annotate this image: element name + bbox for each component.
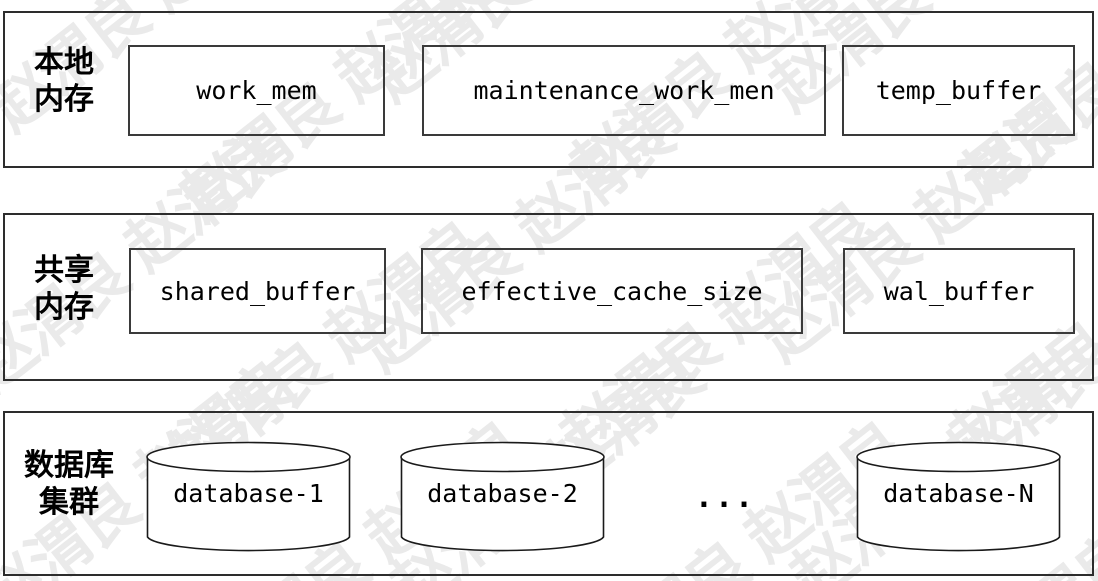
band-database-cluster xyxy=(3,411,1094,576)
param-box-wal-buffer[interactable]: wal_buffer xyxy=(843,248,1075,334)
param-label-temp-buffer: temp_buffer xyxy=(875,76,1042,105)
param-box-maintenance-work-mem[interactable]: maintenance_work_men xyxy=(422,45,826,136)
database-ellipsis: ... xyxy=(694,480,756,515)
cylinder-icon xyxy=(856,441,1061,552)
band-label-local-memory: 本地 内存 xyxy=(34,45,94,117)
cylinder-icon xyxy=(400,441,605,552)
database-label-1: database-1 xyxy=(173,479,324,508)
param-label-effective-cache-size: effective_cache_size xyxy=(461,276,763,306)
param-label-shared-buffer: shared_buffer xyxy=(159,276,356,306)
param-box-work-mem[interactable]: work_mem xyxy=(128,45,385,136)
band-label-database-cluster: 数据库 集群 xyxy=(24,448,114,520)
param-label-work-mem: work_mem xyxy=(196,76,317,105)
param-box-shared-buffer[interactable]: shared_buffer xyxy=(129,248,386,334)
band-shared-memory xyxy=(3,213,1094,381)
param-label-maintenance-work-mem: maintenance_work_men xyxy=(473,76,775,105)
database-cylinder-n[interactable]: database-N xyxy=(856,441,1061,553)
param-label-wal-buffer: wal_buffer xyxy=(883,276,1035,306)
band-local-memory xyxy=(3,11,1094,168)
cylinder-icon xyxy=(146,441,351,552)
database-cylinder-2[interactable]: database-2 xyxy=(400,441,605,553)
band-label-shared-memory: 共享 内存 xyxy=(34,253,94,325)
database-label-n: database-N xyxy=(883,479,1034,508)
param-box-temp-buffer[interactable]: temp_buffer xyxy=(842,45,1075,136)
param-box-effective-cache-size[interactable]: effective_cache_size xyxy=(421,248,803,334)
database-cylinder-1[interactable]: database-1 xyxy=(146,441,351,553)
database-label-2: database-2 xyxy=(427,479,578,508)
